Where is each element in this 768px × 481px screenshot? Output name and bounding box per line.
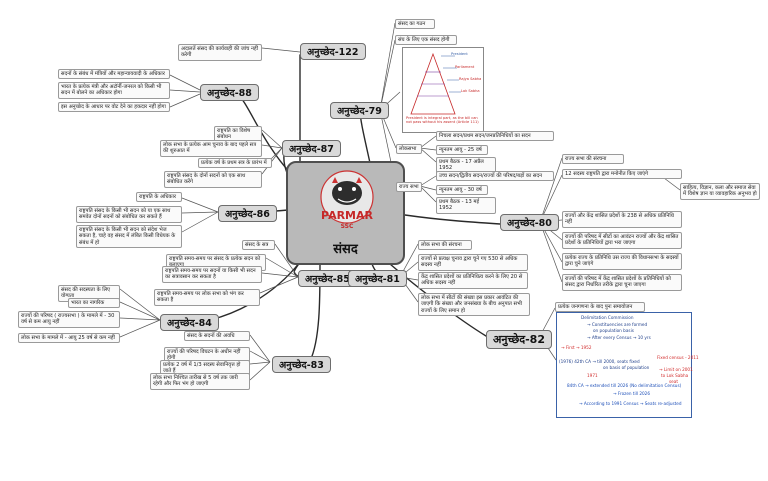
leaf-80-ut-reps: राज्यों की परिषद में केंद्र शासित प्रदेश… (562, 274, 682, 291)
node-article-88[interactable]: अनुच्छेद-88 (200, 84, 259, 101)
pyramid-note: President is integral part, as the bill … (406, 116, 480, 124)
d82-1991: → According to 1991 Census → Seats re-ad… (579, 401, 682, 406)
leaf-83-five-years: लोक सभा निश्चित तारीख से 5 वर्ष तक जारी … (150, 373, 250, 390)
node-article-84[interactable]: अनुच्छेद-84 (160, 314, 219, 331)
node-article-83[interactable]: अनुच्छेद-83 (272, 356, 331, 373)
d82-first: → First → 1952 (561, 345, 591, 350)
leaf-80-nominated: 12 सदस्य राष्ट्रपति द्वारा मनोनीत किए जा… (562, 169, 682, 179)
parmar-logo-icon: PARMAR SSC (302, 167, 392, 237)
leaf-79-loksabha: लोकसभा (396, 144, 422, 154)
d82-lok-sabha: to Lok Sabha (661, 373, 688, 378)
leaf-82-readjustment: प्रत्येक जनगणना के बाद पुनः समायोजन (555, 302, 645, 312)
leaf-86-address: राष्ट्रपति संसद के किसी भी सदन को या एक … (76, 206, 182, 223)
d82-constituencies: → Constituencies are formed (587, 322, 647, 327)
d82-census: → After every Census → 10 yrs (587, 335, 651, 340)
leaf-79-rajyasabha: राज्य सभा (396, 182, 422, 192)
leaf-79-lower-house: निचला सदन/प्रथम सदन/जनप्रतिनिधियों का सद… (436, 131, 554, 141)
leaf-80-composition: राज्य सभा की संरचना (562, 154, 624, 164)
leaf-88-speak: भारत के प्रत्येक मंत्री और अटॉर्नी-जनरल … (58, 82, 170, 99)
d82-1971: 1971 (587, 373, 598, 378)
leaf-81-composition: लोक सभा की संरचना (418, 240, 472, 250)
leaf-81-ut: केंद्र शासित प्रदेशों का प्रतिनिधित्व कर… (418, 272, 528, 289)
leaf-80-max-238: राज्यों और केंद्र शासित प्रदेशों के 238 … (562, 211, 682, 228)
node-article-81[interactable]: अनुच्छेद-81 (348, 270, 407, 287)
node-article-86[interactable]: अनुच्छेद-86 (218, 205, 277, 222)
leaf-83-duration: संसद के सदनों की अवधि (184, 331, 250, 341)
leaf-79-rajya-min-age: न्यूनतम आयु - 30 वर्ष (436, 185, 488, 195)
node-article-87[interactable]: अनुच्छेद-87 (282, 140, 341, 157)
d82-frozen: → Frozen till 2026 (613, 391, 650, 396)
leaf-80-allocation: राज्यों की परिषद में सीटों का आवंटन राज्… (562, 232, 682, 249)
leaf-87-election: लोक सभा के प्रत्येक आम चुनाव के बाद पहले… (160, 140, 262, 157)
leaf-85-prorogue: राष्ट्रपति समय-समय पर सदनों या किसी भी स… (162, 266, 262, 283)
d82-basis: on basis of population (603, 365, 649, 370)
leaf-87-joint: राष्ट्रपति संसद के दोनों सदनों को एक साथ… (164, 171, 262, 188)
center-title: संसद (288, 239, 403, 257)
node-article-79[interactable]: अनुच्छेद-79 (330, 102, 389, 119)
center-hub: PARMAR SSC संसद (286, 161, 405, 265)
d82-84ca: 84th CA → extended till 2026 (No delimit… (567, 383, 681, 388)
leaf-79-rajya-first-sitting: प्रथम बैठक - 13 मई 1952 (436, 197, 496, 214)
leaf-79-one-parliament: संघ के लिए एक संसद होगी (395, 35, 457, 45)
d82-42ca: (1976) 42th CA → till 2000, seats fixed (559, 359, 640, 364)
leaf-84-citizen: भारत का नागरिक (68, 298, 120, 308)
leaf-79-upper-house: उच्च सदन/द्वितीय सदन/राज्यों की परिषद/बड… (436, 171, 554, 181)
leaf-86-message: राष्ट्रपति संसद के किसी भी सदन को संदेश … (76, 225, 182, 248)
node-article-80[interactable]: अनुच्छेद-80 (500, 214, 559, 231)
leaf-79-constitution: संसद का गठन (395, 19, 435, 29)
leaf-79-lok-min-age: न्यूनतम आयु - 25 वर्ष (436, 145, 488, 155)
parliament-pyramid-diagram: President Parliament Rajya Sabha Lok Sab… (402, 47, 484, 133)
pyramid-president: President (451, 52, 468, 56)
leaf-88-rights: सदनों के संबंध में मंत्रियों और महान्याय… (58, 69, 170, 79)
leaf-81-allocation: लोक सभा में सीटों की संख्या इस प्रकार आव… (418, 293, 530, 316)
leaf-122-courts: अदालतें संसद की कार्यवाही की जांच नहीं क… (178, 44, 262, 61)
leaf-87-first-session: प्रत्येक वर्ष के प्रथम सत्र के प्रारंभ म… (198, 158, 272, 168)
d82-population: on population basis (593, 328, 634, 333)
delimitation-notes: Delimitation Commission → Constituencies… (556, 312, 692, 418)
leaf-88-vote: इस अनुच्छेद के आधार पर वोट देने का हकदार… (58, 102, 170, 112)
node-article-82[interactable]: अनुच्छेद-82 (486, 330, 552, 349)
pyramid-parliament: Parliament (455, 65, 474, 69)
leaf-86-rights: राष्ट्रपति के अधिकार (136, 192, 182, 202)
node-article-122[interactable]: अनुच्छेद-122 (300, 43, 366, 60)
leaf-84-lok-age: लोक सभा के मामले में - आयु 25 वर्ष से कम… (18, 333, 120, 343)
leaf-80-expertise: साहित्य, विज्ञान, कला और समाज सेवा में व… (680, 183, 760, 200)
leaf-80-state-reps: प्रत्येक राज्य के प्रतिनिधि उस राज्य की … (562, 253, 682, 270)
pyramid-rajya-sabha: Rajya Sabha (459, 77, 481, 81)
d82-limit: → Limit on 2001 (659, 367, 693, 372)
leaf-85-sessions: संसद के सत्र (242, 240, 275, 250)
d82-fixed-census: Fixed census - 2011 (657, 355, 699, 360)
logo-text: PARMAR (321, 209, 373, 222)
pyramid-lok-sabha: Lok Sabha (461, 89, 480, 93)
d82-commission: Delimitation Commission (581, 315, 633, 320)
leaf-85-dissolve: राष्ट्रपति समय-समय पर लोक सभा को भंग कर … (154, 289, 260, 306)
leaf-81-states: राज्यों से प्रत्यक्ष चुनाव द्वारा चुने ग… (418, 254, 528, 271)
logo-subtext: SSC (341, 223, 354, 230)
leaf-84-rajya-age: राज्यों की परिषद ( राज्यसभा ) के मामले म… (18, 311, 120, 328)
d82-seat: seat (669, 379, 678, 384)
